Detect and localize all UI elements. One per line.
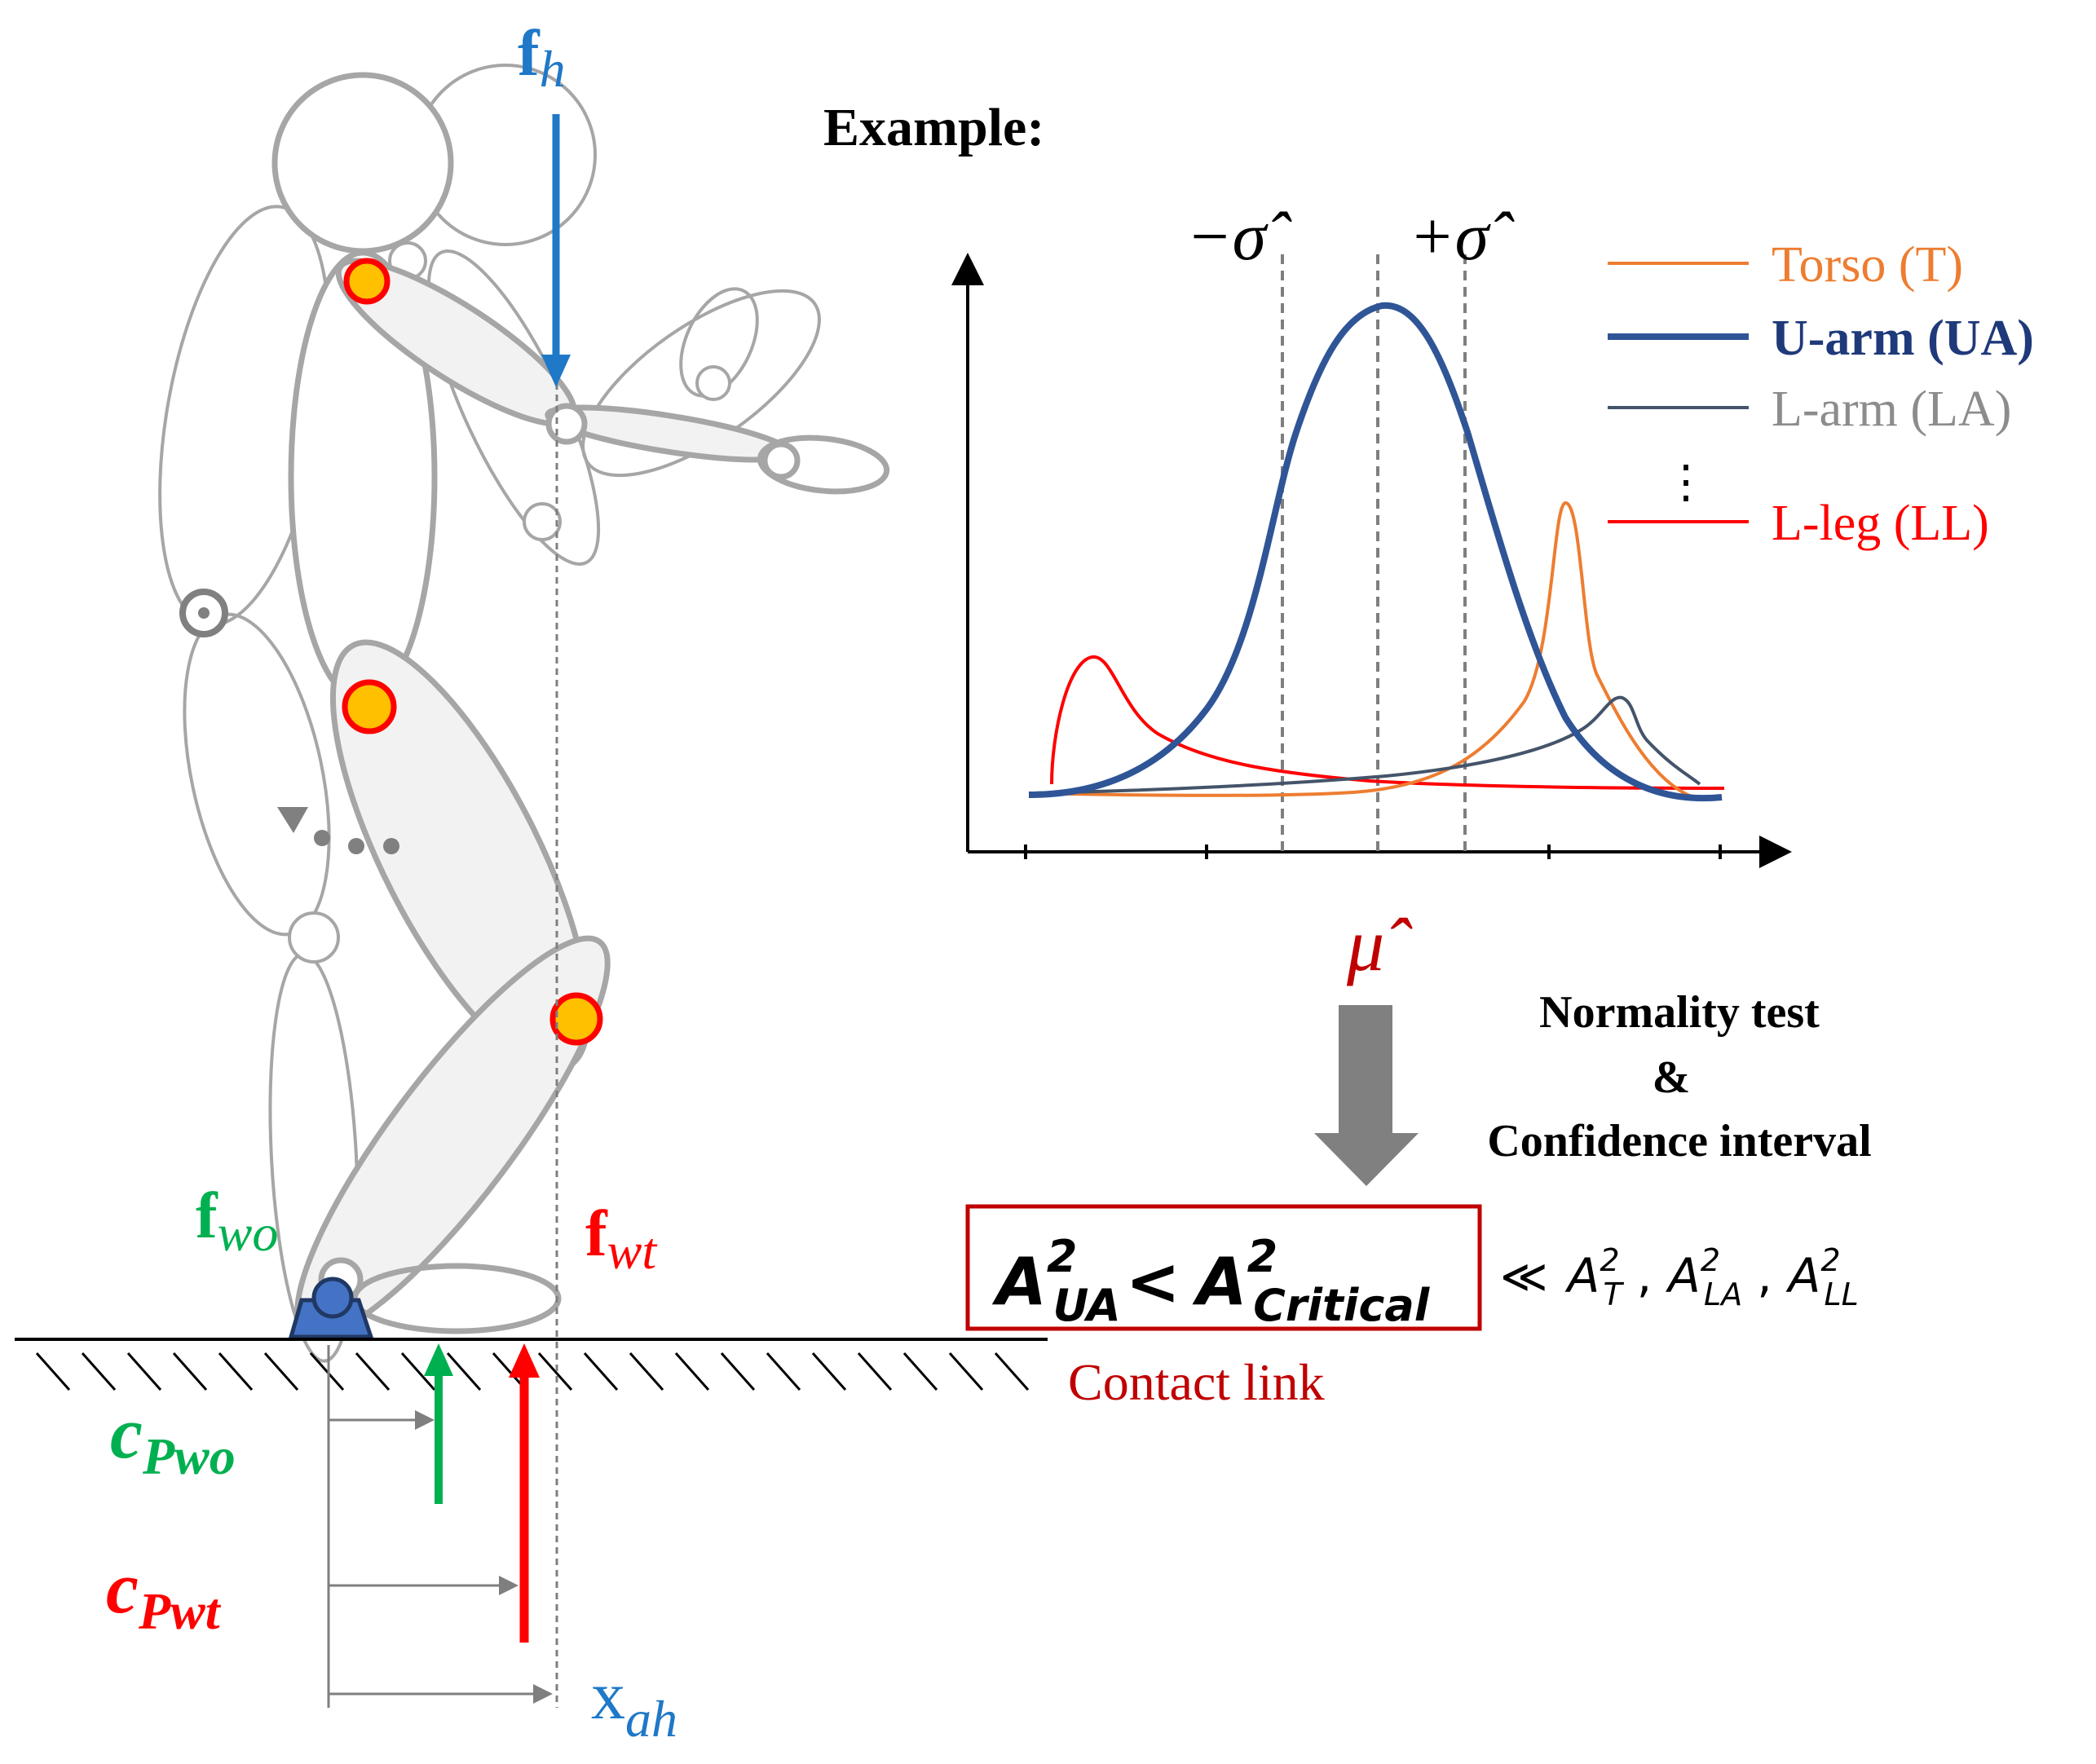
minus-sigma-label: −σ̂ xyxy=(1186,199,1292,275)
label-xah: xah xyxy=(591,1658,677,1748)
ground-hatch-line xyxy=(629,1352,664,1391)
body-ellipsis xyxy=(277,807,399,854)
ground xyxy=(15,1338,1048,1391)
hip-joint xyxy=(342,679,397,734)
ground-hatch-line xyxy=(583,1352,619,1391)
ground-hatch-line xyxy=(35,1352,71,1391)
ground-hatch-line xyxy=(81,1352,117,1391)
plus-sigma-label: +σ̂ xyxy=(1409,199,1515,275)
ground-hatch-line xyxy=(811,1352,847,1391)
curve-l-leg xyxy=(1050,655,1725,790)
process-line-1: Normality test xyxy=(1539,987,1820,1038)
human-figure xyxy=(158,64,890,1363)
ground-hatch-line xyxy=(948,1352,984,1391)
distance-dimensions xyxy=(327,1345,553,1708)
example-label: Example: xyxy=(823,98,1044,157)
ground-hatch-line xyxy=(126,1352,162,1391)
legend-l-arm: L-arm (LA) xyxy=(1772,381,2011,437)
ground-hatch-line xyxy=(720,1352,756,1391)
label-cpwt: cPwt xyxy=(106,1548,222,1640)
force-labels: fh fwo fwt cPwo cPwt xah xyxy=(106,18,677,1748)
process-line-3: Confidence interval xyxy=(1487,1116,1871,1166)
ground-hatch-line xyxy=(857,1352,893,1391)
ground-hatch-line xyxy=(446,1352,482,1391)
highlighted-joints xyxy=(342,258,603,1046)
label-cpwo: cPwo xyxy=(110,1393,236,1485)
ground-hatch-line xyxy=(537,1352,573,1391)
label-fwo: fwo xyxy=(196,1180,278,1262)
ground-hatch-line xyxy=(994,1352,1030,1391)
legend-ellipsis: ⋮ xyxy=(1663,457,1709,508)
force-fh-arrow xyxy=(541,114,571,387)
contact-link-label: Contact link xyxy=(1068,1353,1325,1411)
distribution-plot xyxy=(951,253,1792,868)
curve-l-arm xyxy=(1028,695,1701,795)
legend-u-arm: U-arm (UA) xyxy=(1772,311,2034,366)
process-line-2: & xyxy=(1653,1052,1691,1103)
process-text: Normality test & Confidence interval xyxy=(1487,987,1871,1166)
ankle-contact-block xyxy=(288,1277,374,1339)
ground-hatch-line xyxy=(355,1352,391,1391)
ground-hatch-line xyxy=(674,1352,710,1391)
ground-hatch-line xyxy=(766,1352,801,1391)
ground-hatch-line xyxy=(309,1352,345,1391)
ground-hatch-line xyxy=(172,1352,208,1391)
front-body-outline xyxy=(271,72,890,1339)
ground-hatch-line xyxy=(902,1352,938,1391)
ground-hatch-line xyxy=(263,1352,299,1391)
label-fwt: fwt xyxy=(585,1198,658,1280)
shoulder-joint xyxy=(343,258,391,305)
sigma-lines xyxy=(1281,254,1467,852)
knee-joint xyxy=(549,992,603,1046)
legend-torso: Torso (T) xyxy=(1772,237,1963,293)
ground-hatch-line xyxy=(400,1352,436,1391)
legend-l-leg: L-leg (LL) xyxy=(1772,496,1989,551)
force-fwo-arrow xyxy=(424,1343,453,1504)
label-fh: fh xyxy=(518,18,566,98)
x-axis-ticks xyxy=(1024,845,1722,859)
process-arrow xyxy=(1314,1005,1419,1186)
curve-torso xyxy=(1028,501,1723,800)
legend: Torso (T) U-arm (UA) L-arm (LA) ⋮ L-leg … xyxy=(1608,237,2034,551)
force-fwt-arrow xyxy=(509,1343,540,1643)
result-box xyxy=(965,1204,1482,1331)
curve-u-arm xyxy=(1028,302,1723,802)
hip-joint-gray-center xyxy=(198,607,210,619)
mu-hat-label: μ̂ xyxy=(1346,903,1413,986)
ground-hatch-line xyxy=(218,1352,254,1391)
